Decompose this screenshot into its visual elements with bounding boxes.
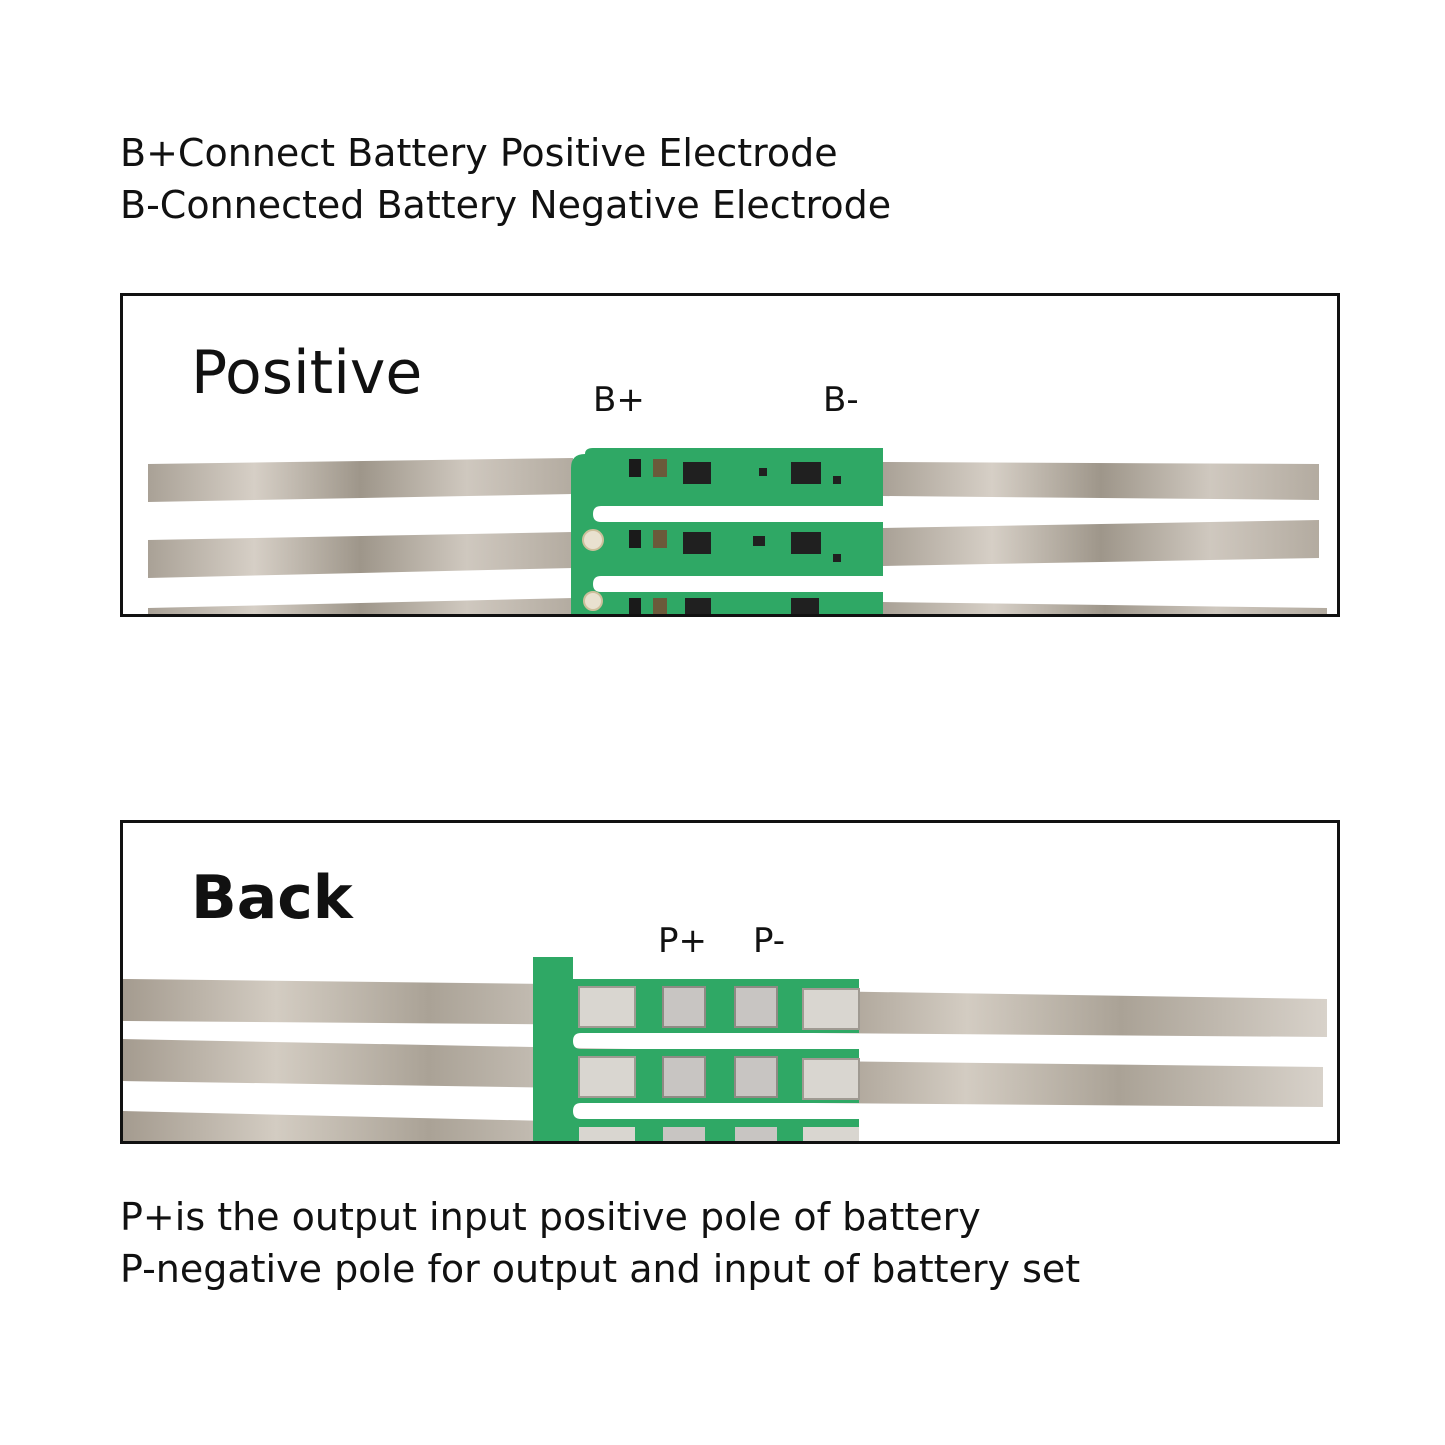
top-note-line-2: B-Connected Battery Negative Electrode [120, 183, 892, 227]
pin-label-p-plus: P+ [658, 921, 707, 961]
pin-label-p-minus: P- [753, 921, 786, 961]
top-note-line-1: B+Connect Battery Positive Electrode [120, 131, 838, 175]
nickel-strip-right-3 [883, 602, 1327, 614]
bottom-note-line-1: P+is the output input positive pole of b… [120, 1195, 981, 1239]
nickel-strip-right-1 [883, 462, 1319, 500]
back-side-photo [123, 957, 1327, 1141]
nickel-strip-left-1 [148, 458, 573, 502]
panel-title-back: Back [191, 863, 353, 933]
pcb-board-back [533, 957, 860, 1141]
back-side-panel: Back P+ P- [120, 820, 1340, 1144]
nickel-strip-left-3 [148, 598, 573, 614]
positive-side-panel: Positive B+ B- [120, 293, 1340, 617]
pin-label-b-minus: B- [823, 380, 859, 420]
pcb-board-front [571, 448, 883, 614]
nickel-strip-back-right-2 [813, 1061, 1323, 1107]
nickel-strip-back-left-1 [123, 979, 633, 1025]
positive-side-photo [148, 448, 1327, 614]
nickel-strip-back-right-1 [813, 991, 1327, 1037]
bottom-note-line-2: P-negative pole for output and input of … [120, 1247, 1081, 1291]
nickel-strip-back-left-2 [123, 1039, 633, 1089]
panel-title-positive: Positive [191, 338, 423, 408]
nickel-strip-left-2 [148, 532, 573, 578]
nickel-strip-back-left-3 [123, 1111, 633, 1141]
nickel-strip-right-2 [883, 520, 1319, 566]
pin-label-b-plus: B+ [593, 380, 645, 420]
